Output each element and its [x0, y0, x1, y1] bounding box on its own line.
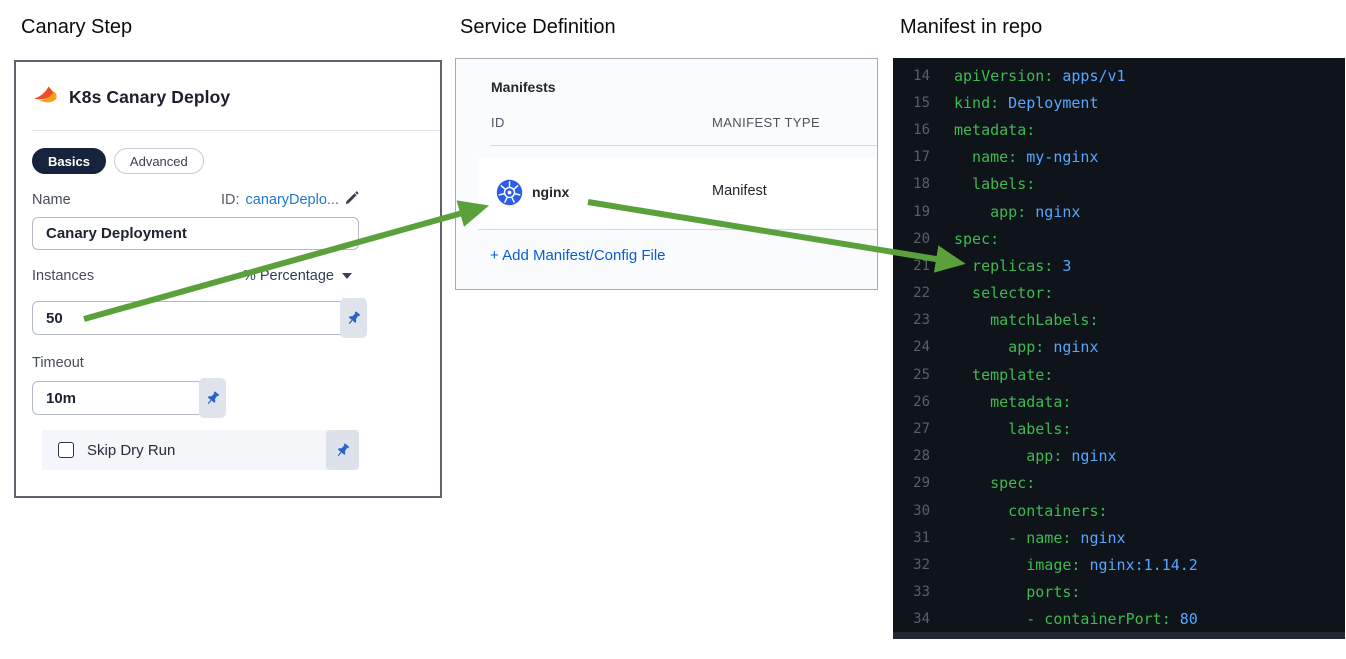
column-header-id: ID	[491, 115, 505, 130]
code-line: 34- containerPort: 80	[913, 610, 1198, 629]
instances-label: Instances	[32, 268, 95, 284]
timeout-runtime-pin-button[interactable]	[199, 378, 226, 418]
column-header-manifest-type: MANIFEST TYPE	[712, 115, 821, 130]
table-row-divider	[478, 229, 877, 230]
add-manifest-link[interactable]: + Add Manifest/Config File	[490, 247, 666, 264]
code-panel-bottom-strip	[893, 632, 1345, 639]
table-header-divider	[490, 145, 877, 146]
kubernetes-icon	[496, 179, 523, 211]
name-field-row: Name ID: canaryDeplo...	[32, 191, 359, 209]
manifest-row-type: Manifest	[712, 183, 767, 199]
tab-advanced[interactable]: Advanced	[113, 148, 204, 174]
tab-basics[interactable]: Basics	[32, 148, 106, 174]
instances-unit-dropdown[interactable]: % Percentage	[243, 268, 352, 284]
manifests-section-title: Manifests	[491, 79, 556, 95]
service-definition-panel: Manifests ID MANIFEST TYPE	[455, 58, 878, 290]
manifest-table-row[interactable]: nginx Manifest	[478, 158, 877, 228]
timeout-input-group: 10m	[32, 378, 231, 418]
column-title-canary-step: Canary Step	[21, 16, 133, 38]
step-header: K8s Canary Deploy	[33, 84, 230, 110]
column-title-service-definition: Service Definition	[460, 16, 616, 38]
instances-input[interactable]: 50	[32, 301, 345, 335]
canary-step-panel: K8s Canary Deploy Basics Advanced Name I…	[14, 60, 442, 498]
instances-field-row: Instances % Percentage	[32, 268, 352, 284]
edit-pencil-icon[interactable]	[345, 191, 359, 209]
step-title: K8s Canary Deploy	[69, 86, 231, 107]
skip-dry-run-row: Skip Dry Run	[42, 430, 359, 470]
unit-dropdown-value: % Percentage	[242, 268, 334, 284]
chevron-down-icon	[342, 273, 352, 279]
skip-dry-run-runtime-pin-button[interactable]	[326, 430, 359, 470]
skip-dry-run-label: Skip Dry Run	[87, 441, 176, 459]
name-input[interactable]: Canary Deployment	[32, 217, 359, 250]
step-id-link[interactable]: canaryDeplo...	[245, 192, 340, 208]
step-tabs: Basics Advanced	[32, 148, 204, 174]
code-line: 31- name: nginx	[913, 528, 1126, 547]
name-label: Name	[32, 192, 71, 208]
canary-bird-icon	[33, 84, 59, 110]
manifest-row-id: nginx	[532, 184, 570, 200]
id-prefix: ID:	[220, 192, 240, 208]
instances-input-group: 50	[32, 298, 372, 338]
timeout-label: Timeout	[32, 355, 84, 371]
header-divider	[32, 130, 440, 131]
instances-runtime-pin-button[interactable]	[340, 298, 367, 338]
skip-dry-run-checkbox[interactable]	[58, 442, 74, 458]
column-title-manifest-in-repo: Manifest in repo	[900, 16, 1043, 38]
timeout-input[interactable]: 10m	[32, 381, 204, 415]
